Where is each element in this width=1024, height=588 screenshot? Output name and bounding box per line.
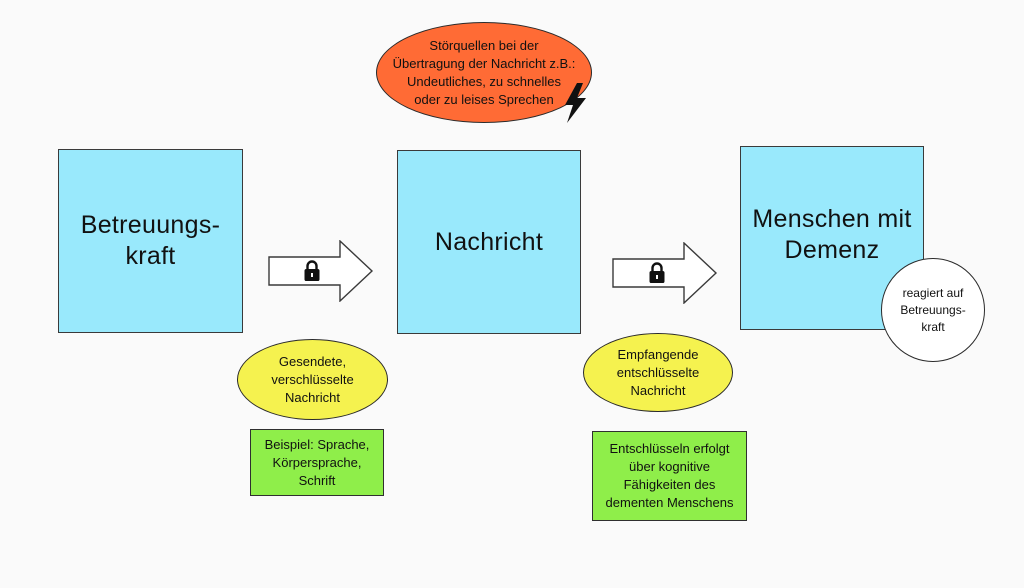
example-note: Beispiel: Sprache, Körpersprache, Schrif… — [250, 429, 384, 496]
noise-bubble: Störquellen bei der Übertragung der Nach… — [376, 22, 592, 123]
decoding-note-label: Entschlüsseln erfolgt über kognitive Fäh… — [605, 441, 734, 510]
decoded-message-ellipse: Empfangende entschlüsselte Nachricht — [583, 333, 733, 412]
noise-bubble-label: Störquellen bei der Übertragung der Nach… — [392, 37, 576, 107]
arrow-right-icon — [268, 240, 374, 302]
message-box: Nachricht — [397, 150, 581, 334]
lock-icon — [304, 260, 320, 281]
reaction-circle: reagiert auf Betreuungs- kraft — [881, 258, 985, 362]
arrow-right-icon — [612, 242, 718, 304]
sender-label: Betreuungs- kraft — [80, 211, 221, 270]
lightning-bolt-icon — [565, 83, 586, 123]
reaction-circle-label: reagiert auf Betreuungs- kraft — [900, 285, 966, 334]
lock-icon — [649, 262, 665, 283]
encoded-message-ellipse: Gesendete, verschlüsselte Nachricht — [237, 339, 388, 420]
decoded-message-label: Empfangende entschlüsselte Nachricht — [616, 346, 700, 398]
message-label: Nachricht — [434, 227, 544, 256]
receiver-label: Menschen mit Demenz — [752, 205, 912, 264]
sender-box: Betreuungs- kraft — [58, 149, 243, 333]
encoded-message-label: Gesendete, verschlüsselte Nachricht — [271, 353, 354, 405]
example-note-label: Beispiel: Sprache, Körpersprache, Schrif… — [264, 436, 370, 488]
decoding-note: Entschlüsseln erfolgt über kognitive Fäh… — [592, 431, 747, 521]
